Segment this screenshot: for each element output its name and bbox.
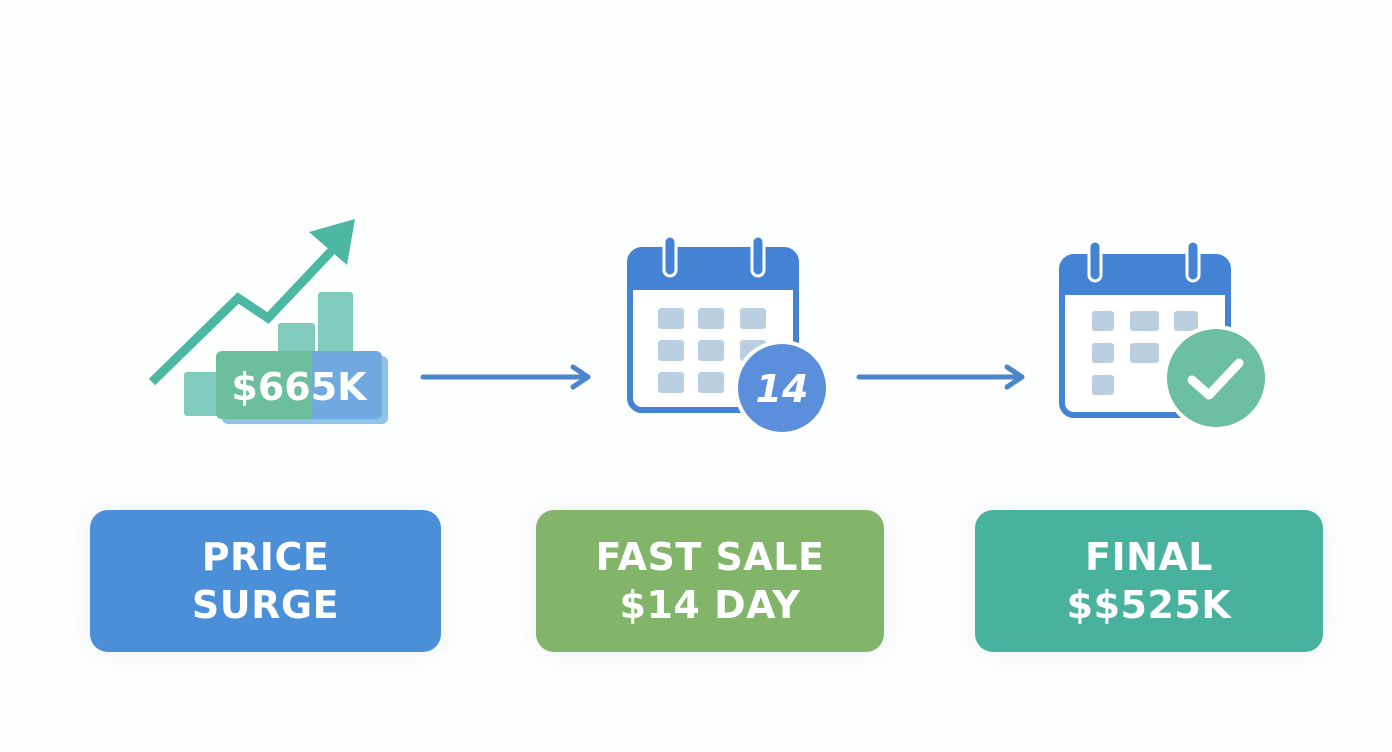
arrow-right-icon: [420, 364, 591, 390]
trend-line: [148, 240, 342, 386]
step-label-line1: FINAL: [1084, 535, 1214, 579]
price-tag-text: $665K: [231, 365, 368, 409]
calendar-ring: [662, 234, 678, 278]
step-label-line1: PRICE: [201, 535, 330, 579]
calendar-ring: [1185, 239, 1201, 283]
arrow-right-icon: [856, 364, 1025, 390]
step-label-final: FINAL $$525K: [975, 510, 1323, 652]
calendar-icon: 14: [627, 234, 830, 436]
step-label-line2: $$525K: [1066, 583, 1232, 627]
chart-bar: [184, 372, 222, 416]
step-label-price-surge: PRICE SURGE: [90, 510, 441, 652]
trend-arrowhead: [309, 219, 355, 265]
step-label-line2: SURGE: [191, 583, 340, 627]
calendar-check-icon: [1059, 239, 1269, 431]
calendar-ring: [750, 234, 766, 278]
calendar-ring: [1087, 239, 1103, 283]
check-mark-icon: [1187, 358, 1244, 400]
step-label-line2: $14 DAY: [619, 583, 801, 627]
price-tag-left-fill: [290, 351, 312, 419]
day-badge-text: 14: [756, 367, 809, 411]
calendar-grid: [1092, 311, 1198, 395]
step-label-line1: FAST SALE: [595, 535, 825, 579]
rising-chart-icon: $665K: [148, 219, 388, 424]
step-label-fast-sale: FAST SALE $14 DAY: [536, 510, 884, 652]
price-tag-left: [216, 351, 312, 419]
